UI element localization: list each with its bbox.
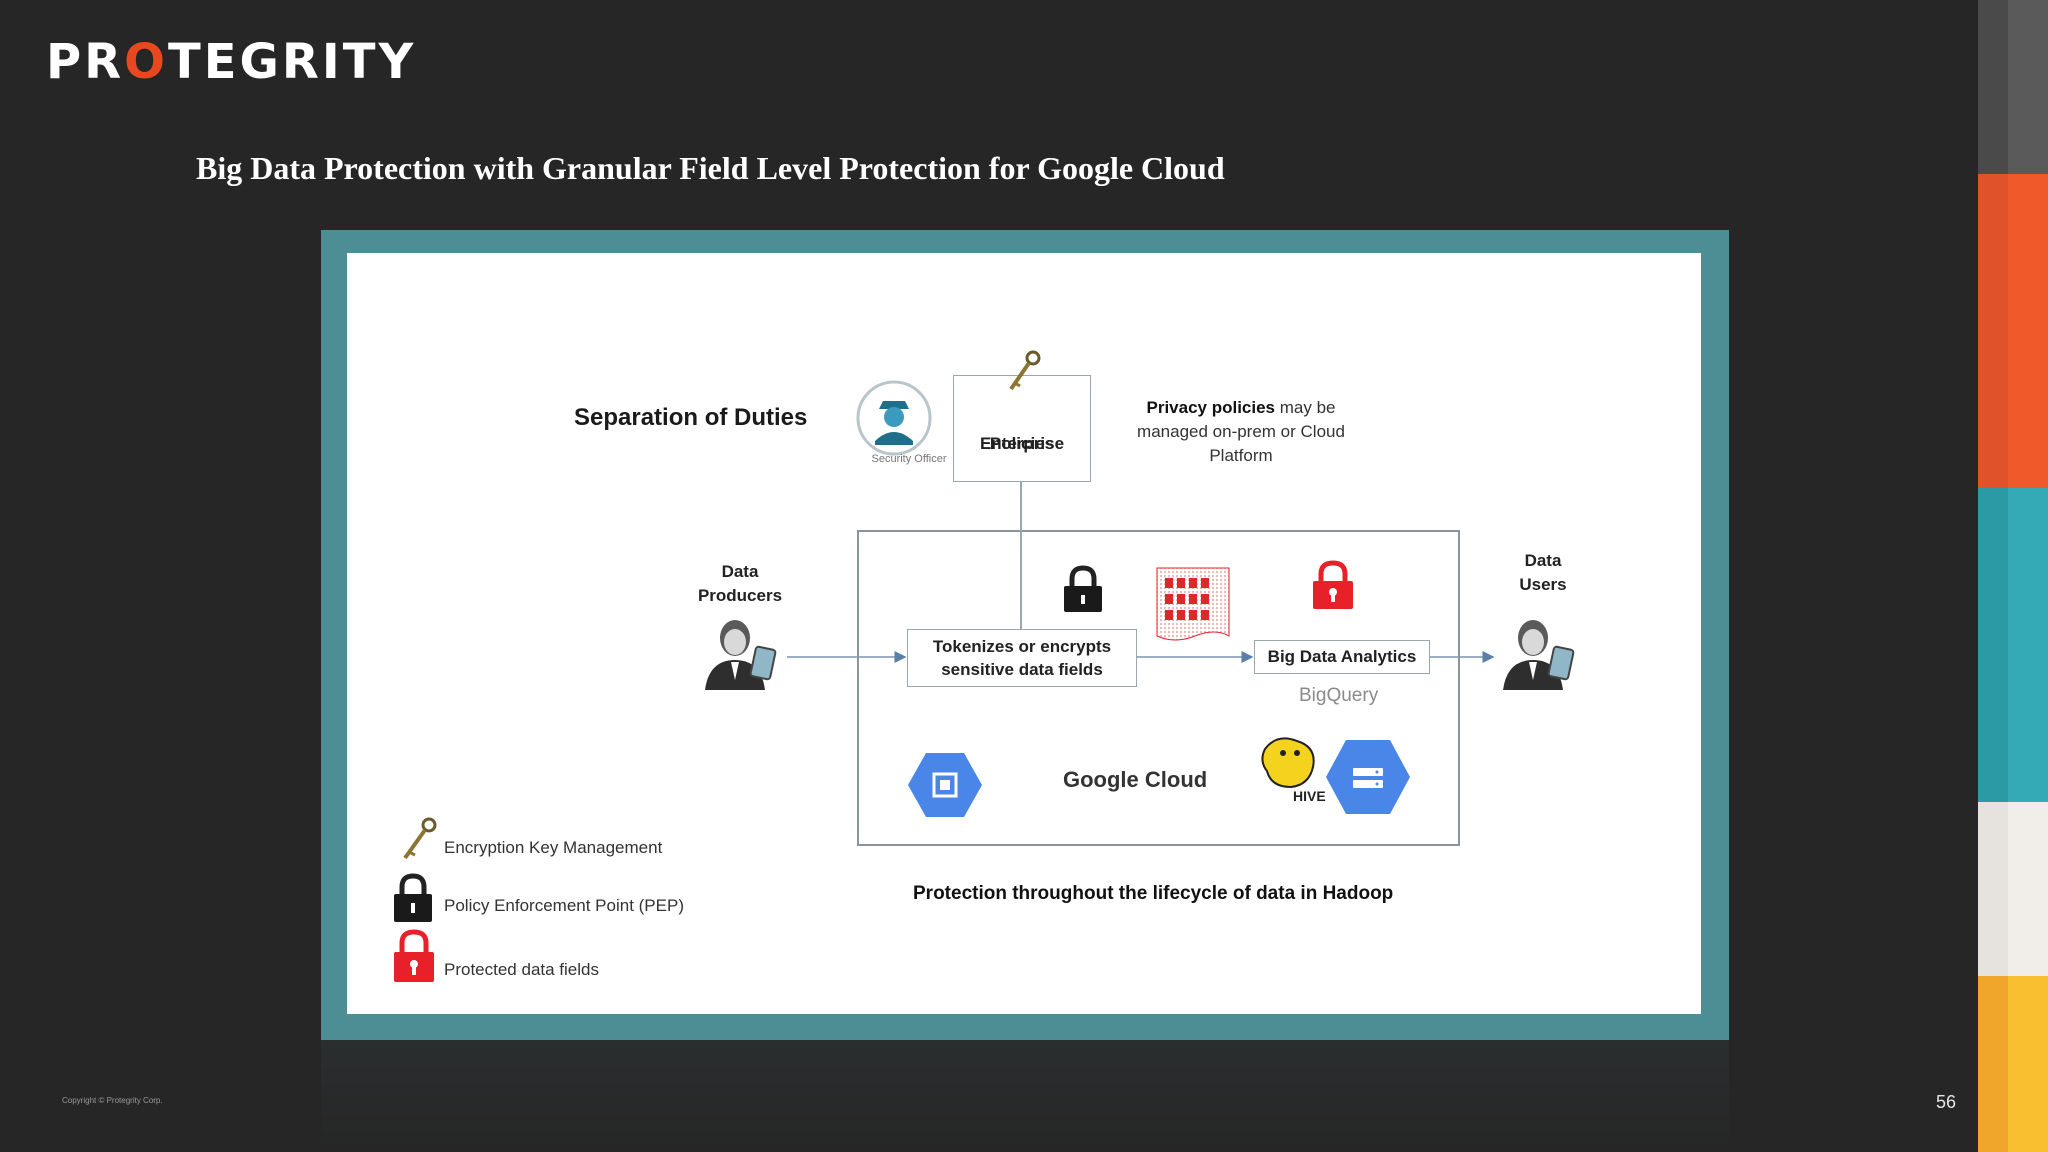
decorative-stripe xyxy=(1978,802,2048,976)
decorative-stripe xyxy=(1978,0,2048,174)
protected-red-lock-icon xyxy=(1313,560,1353,609)
security-officer-caption: Security Officer xyxy=(871,453,947,465)
pep-black-lock-icon xyxy=(1064,565,1102,612)
legend-key-icon xyxy=(403,817,437,860)
legend-label-key: Encryption Key Management xyxy=(444,838,663,857)
protected-data-grid-icon xyxy=(1156,567,1230,641)
hive-logo-icon: HIVE xyxy=(1261,737,1326,804)
security-officer-icon xyxy=(856,380,932,456)
bigquery-storage-hexagon-icon xyxy=(1326,740,1410,814)
tokenize-line2: sensitive data fields xyxy=(941,660,1103,679)
privacy-policies-text: may be managed on-prem or Cloud Platform xyxy=(1137,398,1345,465)
enterprise-policies-line2: Policies xyxy=(989,434,1055,453)
legend-label-protected: Protected data fields xyxy=(444,960,599,979)
enterprise-policies-line1: Enterprise xyxy=(979,434,1065,453)
privacy-policies-bold: Privacy policies xyxy=(1146,398,1276,417)
slide-title: Big Data Protection with Granular Field … xyxy=(196,150,1225,186)
protegrity-logo: PROTEGRITY xyxy=(46,34,417,90)
legend-black-lock-icon xyxy=(394,873,432,922)
lifecycle-caption: Protection throughout the lifecycle of d… xyxy=(913,883,1394,904)
copyright-text: Copyright © Protegrity Corp. xyxy=(62,1096,163,1105)
decorative-stripe xyxy=(1978,976,2048,1152)
google-cloud-label: Google Cloud xyxy=(1063,767,1208,792)
compute-engine-hexagon-icon xyxy=(908,753,982,817)
bigquery-label: BigQuery xyxy=(1299,685,1379,706)
page-number: 56 xyxy=(1936,1092,1957,1112)
decorative-stripe xyxy=(1978,488,2048,802)
diagram-connectors xyxy=(787,651,1495,663)
big-data-analytics-box: Big Data Analytics xyxy=(1254,640,1430,674)
frame-shadow xyxy=(321,1040,1729,1152)
decorative-stripe xyxy=(1978,174,2048,488)
key-icon xyxy=(1009,350,1041,391)
diagram-panel: Separation of Duties Security Officer En… xyxy=(347,253,1701,1014)
policy-connector-line xyxy=(1020,482,1022,630)
legend-label-pep: Policy Enforcement Point (PEP) xyxy=(444,896,684,915)
data-user-person-icon xyxy=(1503,620,1575,690)
privacy-policies-note: Privacy policies may be managed on-prem … xyxy=(1111,396,1371,468)
tokenize-line1: Tokenizes or encrypts xyxy=(932,637,1112,656)
svg-text:HIVE: HIVE xyxy=(1293,788,1326,804)
google-cloud-boundary xyxy=(857,530,1460,846)
tokenize-encrypt-box: Tokenizes or encrypts sensitive data fie… xyxy=(907,629,1137,687)
legend-red-lock-icon xyxy=(394,929,434,982)
data-producer-person-icon xyxy=(705,620,777,690)
separation-of-duties-title: Separation of Duties xyxy=(574,404,808,431)
